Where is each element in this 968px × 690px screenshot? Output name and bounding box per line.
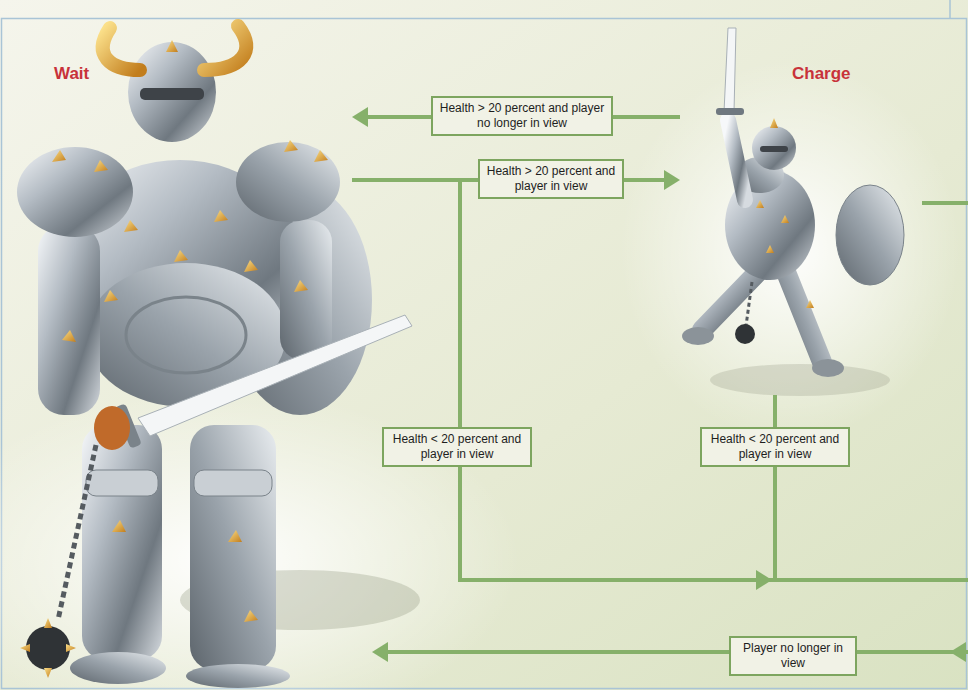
frame — [949, 0, 951, 18]
arrowhead — [372, 570, 966, 662]
state-node: Charge — [680, 60, 920, 395]
arrowhead — [372, 642, 388, 662]
wait-knight — [17, 26, 420, 688]
state-heading: Charge — [792, 64, 851, 84]
state-heading: Wait — [54, 64, 89, 84]
flow-line — [386, 180, 968, 652]
transition-label: Health < 20 percent and player in view — [382, 427, 532, 467]
transition-label: Health > 20 percent and player no longer… — [431, 96, 613, 136]
flow-line — [773, 395, 777, 580]
transition-label: Health > 20 percent and player in view — [478, 159, 624, 199]
arrowhead — [950, 642, 966, 662]
charge-knight — [682, 28, 904, 396]
transition-label: Health < 20 percent and player in view — [700, 427, 850, 467]
state-node: Wait — [30, 60, 352, 685]
arrowhead — [756, 570, 772, 590]
arrowhead — [352, 107, 368, 127]
arrowhead — [664, 170, 680, 190]
flow-line — [386, 650, 968, 654]
flow-line — [922, 201, 968, 205]
transition-label: Player no longer in view — [729, 636, 857, 676]
flow-line — [460, 180, 968, 580]
